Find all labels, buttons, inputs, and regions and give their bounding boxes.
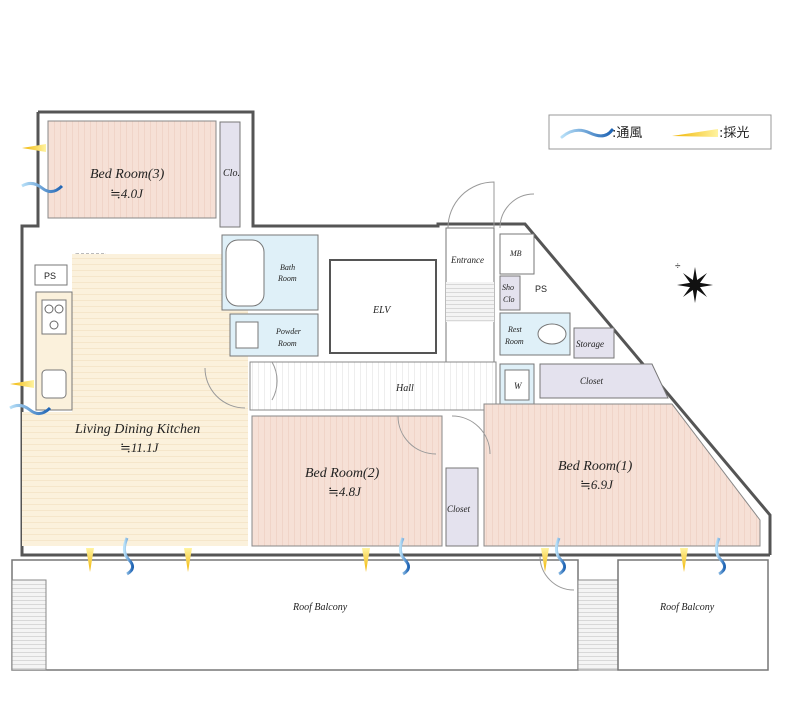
sunlight-icon — [22, 144, 46, 152]
legend-sunlight-label: :採光 — [719, 126, 749, 141]
closet-bed1 — [539, 363, 669, 399]
bed-room-3-size: ≒4.0J — [110, 186, 144, 201]
door-swing-icon — [447, 181, 495, 229]
bed-room-1-name: Bed Room(1) — [558, 459, 633, 474]
clo-label: Clo. — [223, 168, 240, 179]
closet-mid-label: Closet — [447, 504, 471, 514]
bed-room-1 — [483, 403, 761, 547]
north-arrow-icon: ÷ — [675, 261, 713, 303]
mb-box — [499, 233, 535, 275]
closet-clo — [219, 121, 241, 228]
ventilation-wave-icon — [122, 537, 134, 576]
bed-room-3-name: Bed Room(3) — [90, 167, 165, 182]
ventilation-wave-icon — [398, 537, 410, 576]
ventilation-wave-icon — [714, 537, 726, 576]
sunlight-icon — [86, 548, 94, 572]
legend: :通風 :採光 — [548, 114, 772, 150]
bed-room-3 — [47, 120, 217, 219]
ventilation-wave-icon — [560, 128, 614, 139]
bed-room-2-size: ≒4.8J — [328, 484, 362, 499]
ps-left-box — [34, 264, 68, 286]
ventilation-wave-icon — [21, 181, 64, 193]
roof-balcony-left-label: Roof Balcony — [292, 602, 348, 613]
sunlight-icon — [184, 548, 192, 572]
mb-label: MB — [509, 249, 522, 258]
ldk-name: Living Dining Kitchen — [74, 422, 200, 437]
svg-text:÷: ÷ — [675, 261, 681, 272]
hall-label: Hall — [395, 383, 414, 394]
bed-room-2-name: Bed Room(2) — [305, 466, 380, 481]
bathtub — [225, 239, 265, 307]
sunlight-icon — [680, 548, 688, 572]
powder-label-2: Room — [277, 339, 297, 348]
sunlight-icon — [541, 548, 549, 572]
storage — [573, 327, 615, 359]
w-label: W — [514, 381, 523, 391]
bath-label-2: Room — [277, 274, 297, 283]
roof-balcony-right — [617, 559, 769, 671]
bath-label-1: Bath — [280, 263, 295, 272]
closet-bed2 — [445, 467, 479, 547]
ldk-floor-main — [72, 254, 248, 546]
entrance-label: Entrance — [450, 255, 484, 265]
outer-walls — [20, 110, 772, 557]
ps-left-label: PS — [44, 271, 56, 281]
elv-label: ELV — [372, 305, 392, 316]
entrance-step — [446, 282, 494, 322]
storage-label: Storage — [576, 339, 604, 349]
ldk-floor-left — [22, 412, 74, 546]
hall — [249, 361, 497, 411]
sink — [41, 369, 67, 399]
washbasin — [235, 321, 259, 349]
closet-top-label: Closet — [580, 376, 604, 386]
sunlight-icon — [672, 129, 718, 137]
roof-balcony-right-label: Roof Balcony — [659, 602, 715, 613]
sunlight-icon — [10, 380, 34, 388]
ldk-size: ≒11.1J — [120, 440, 160, 455]
shoe-closet — [499, 275, 521, 311]
ps-right-label: PS — [535, 284, 547, 294]
bed-room-2 — [251, 415, 443, 547]
sho-label-1: Sho — [502, 283, 514, 292]
door-swing-icon — [499, 193, 535, 229]
sunlight-icon — [362, 548, 370, 572]
toilet — [537, 323, 567, 345]
rest-label-1: Rest — [507, 325, 523, 334]
ventilation-wave-icon — [554, 537, 566, 576]
roof-balcony-left — [11, 559, 579, 671]
legend-ventilation-label: :通風 — [612, 126, 642, 141]
rest-label-2: Room — [504, 337, 524, 346]
sho-label-2: Clo — [503, 295, 515, 304]
ventilation-wave-icon — [9, 403, 52, 415]
powder-label-1: Powder — [275, 327, 302, 336]
elevator — [329, 259, 437, 354]
environment-markers — [9, 144, 726, 576]
bed-room-1-size: ≒6.9J — [580, 477, 614, 492]
